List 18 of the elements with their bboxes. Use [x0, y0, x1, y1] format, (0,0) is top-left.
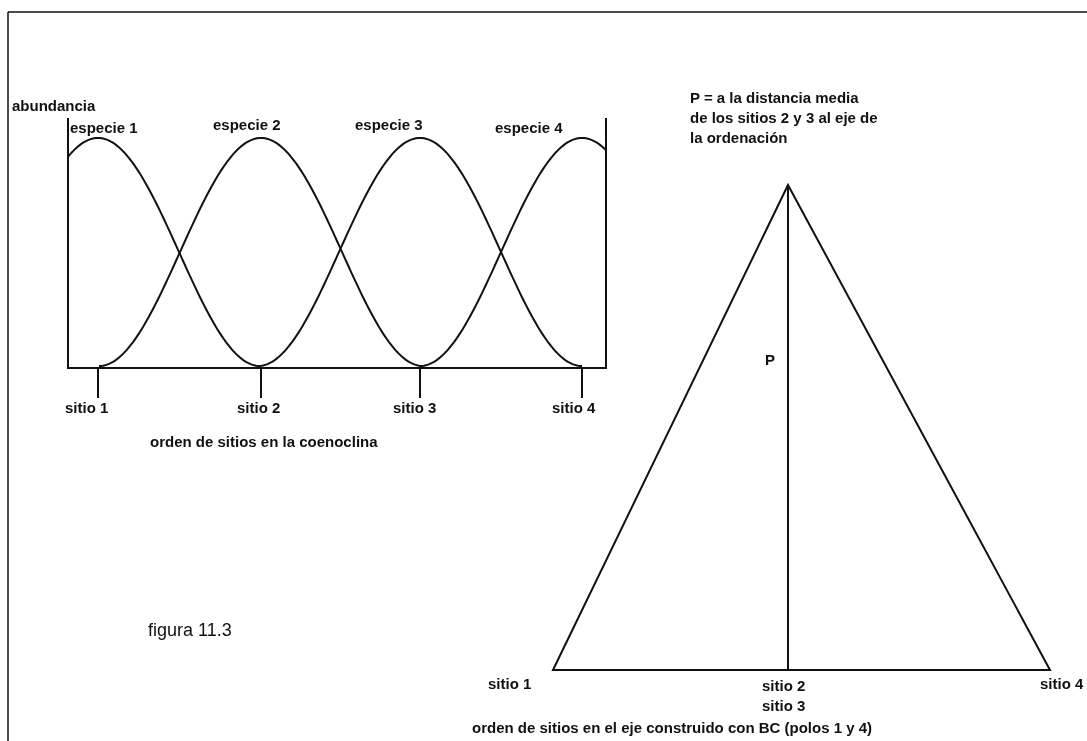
tick-label: sitio 1	[488, 674, 532, 694]
tick-label: sitio 4	[552, 398, 596, 418]
axis-title: orden de sitios en el eje construido con BC (polos 1 y 4)	[472, 718, 873, 738]
annotation-text: P = a la distancia media de los sitios 2 y 3 al eje de la ordenación	[690, 88, 879, 148]
tick-label: sitio 1	[65, 398, 109, 418]
curve-label: especie 3	[355, 115, 423, 135]
tick-label: sitio 3	[762, 696, 806, 716]
tick-label: sitio 4	[1040, 674, 1084, 694]
figure-caption: figura 11.3	[148, 620, 232, 640]
curve-label: especie 1	[70, 118, 138, 138]
line-label: P	[765, 350, 775, 370]
tick-label: sitio 2	[237, 398, 281, 418]
axis-title: orden de sitios en la coenoclina	[150, 432, 378, 452]
tick-label: sitio 2	[762, 676, 806, 696]
curve-label: especie 4	[495, 118, 563, 138]
curve-label: especie 2	[213, 115, 281, 135]
tick-label: sitio 3	[393, 398, 437, 418]
axis-label: abundancia	[12, 96, 96, 116]
